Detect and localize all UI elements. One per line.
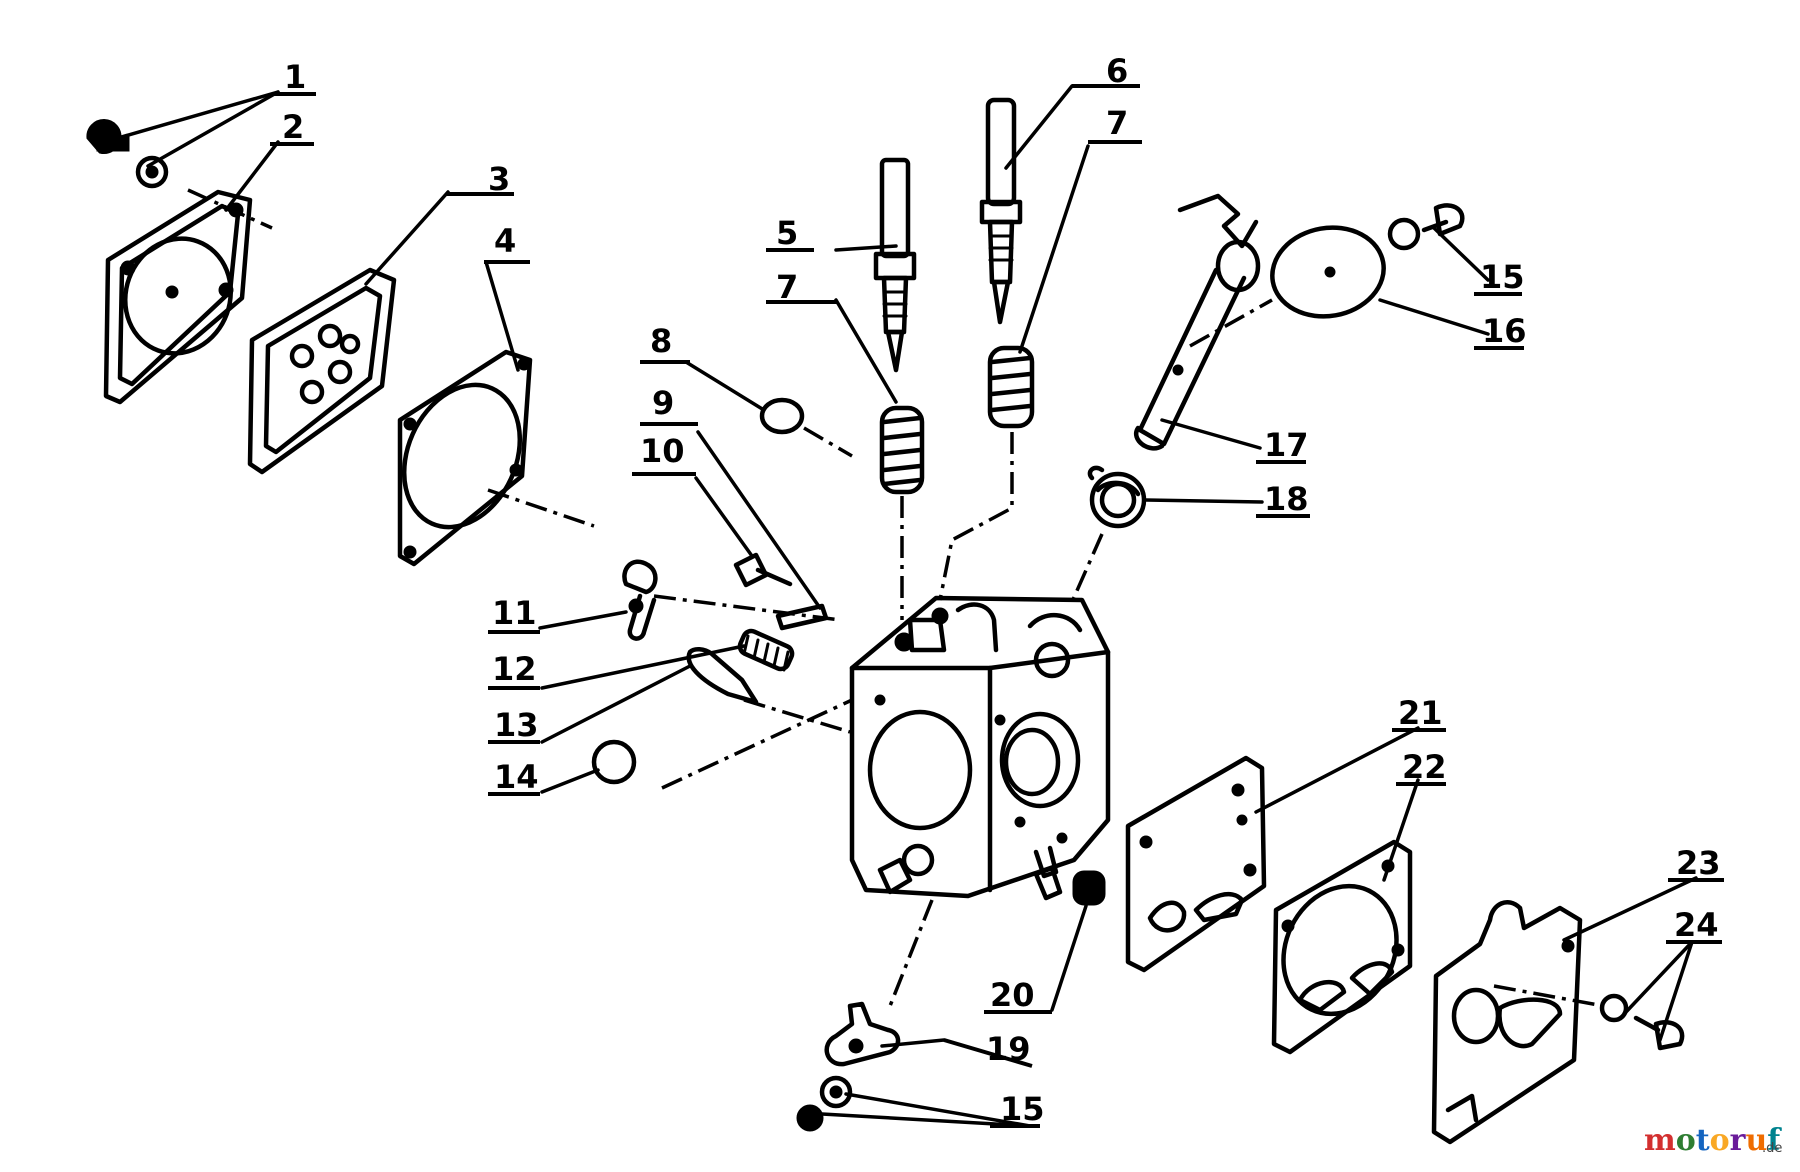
part-4-gasket (397, 349, 533, 567)
callout-13: 13 (488, 706, 540, 744)
part-1-screw-washer (86, 119, 169, 189)
callout-15-top: 15 (1474, 258, 1525, 296)
svg-text:3: 3 (488, 160, 510, 198)
svg-text:14: 14 (494, 758, 539, 796)
part-6-needle-valve (979, 97, 1023, 325)
callout-6: 6 (1072, 52, 1140, 90)
part-11-lever (622, 559, 658, 641)
part-17-throttle-shaft (1134, 193, 1261, 451)
assembly-lines (187, 188, 1605, 1008)
part-15-screw-washer-top (1387, 203, 1465, 251)
callout-22: 22 (1396, 748, 1447, 786)
watermark-letter: t (1696, 1123, 1710, 1158)
callout-4: 4 (484, 222, 530, 264)
svg-text:24: 24 (1674, 906, 1719, 944)
svg-text:5: 5 (776, 214, 798, 252)
part-20-spring (1033, 865, 1106, 906)
part-18-return-spring (1087, 465, 1147, 529)
callout-7-left: 7 (766, 268, 838, 306)
watermark-letter: o (1710, 1123, 1730, 1158)
watermark-letter: m (1644, 1123, 1676, 1158)
watermark-logo: motoruf .de (1644, 1123, 1782, 1158)
callout-5: 5 (766, 214, 814, 252)
callout-15-bottom: 15 (990, 1090, 1045, 1128)
svg-text:8: 8 (650, 322, 672, 360)
svg-text:17: 17 (1264, 426, 1309, 464)
part-14-ball (591, 739, 637, 785)
part-21-gasket (1125, 755, 1267, 973)
svg-text:9: 9 (652, 384, 674, 422)
svg-text:22: 22 (1402, 748, 1447, 786)
part-15-screw-washer-bottom (796, 1075, 853, 1132)
svg-text:20: 20 (990, 976, 1035, 1014)
part-5-needle-valve (873, 157, 917, 373)
callout-14: 14 (488, 758, 540, 796)
svg-text:10: 10 (640, 432, 685, 470)
svg-text:motoruf: motoruf (1644, 1123, 1782, 1158)
part-19-bracket (824, 1001, 901, 1067)
callout-16: 16 (1474, 312, 1527, 350)
svg-text:11: 11 (492, 594, 537, 632)
callout-7-right: 7 (1088, 104, 1142, 144)
svg-text:18: 18 (1264, 480, 1309, 518)
callout-3: 3 (446, 160, 514, 198)
svg-text:2: 2 (282, 108, 304, 146)
svg-text:23: 23 (1676, 844, 1721, 882)
watermark-letter: f (1767, 1123, 1782, 1158)
callout-20: 20 (984, 976, 1052, 1014)
svg-text:4: 4 (494, 222, 516, 260)
callout-17: 17 (1256, 426, 1309, 464)
part-7-spring-right (987, 345, 1035, 429)
watermark-letter: r (1730, 1123, 1747, 1158)
part-10-screw (733, 552, 793, 588)
callout-21: 21 (1392, 694, 1446, 732)
part-23-metering-cover (1431, 900, 1583, 1145)
svg-text:21: 21 (1398, 694, 1443, 732)
svg-text:12: 12 (492, 650, 537, 688)
callout-12: 12 (488, 650, 540, 690)
svg-text:7: 7 (776, 268, 798, 306)
callout-2: 2 (270, 108, 314, 146)
part-8-plug (759, 397, 805, 435)
part-3-pump-plate (247, 267, 397, 475)
part-24-screw-washer (1599, 993, 1685, 1051)
part-7-spring-left (879, 405, 925, 495)
callout-8: 8 (640, 322, 690, 364)
carburetor-body (849, 595, 1111, 899)
svg-text:6: 6 (1106, 52, 1128, 90)
callout-1: 1 (272, 58, 316, 96)
part-12-spring (737, 628, 795, 672)
callout-11: 11 (488, 594, 540, 634)
svg-text:1: 1 (284, 58, 306, 96)
svg-text:.de: .de (1762, 1141, 1782, 1156)
callout-24: 24 (1666, 906, 1722, 944)
part-2-pump-cover (103, 189, 253, 405)
svg-text:13: 13 (494, 706, 539, 744)
svg-text:15: 15 (1000, 1090, 1045, 1128)
callout-18: 18 (1256, 480, 1310, 518)
part-16-throttle-plate (1270, 225, 1386, 319)
callout-23: 23 (1668, 844, 1724, 882)
leader-lines (102, 84, 1698, 1128)
svg-text:15: 15 (1480, 258, 1525, 296)
svg-text:7: 7 (1106, 104, 1128, 142)
callout-10: 10 (632, 432, 696, 476)
part-22-diaphragm (1271, 839, 1413, 1055)
watermark-letter: o (1676, 1123, 1696, 1158)
callout-9: 9 (640, 384, 698, 426)
watermark-letter: u (1745, 1123, 1767, 1158)
svg-text:16: 16 (1482, 312, 1527, 350)
callout-19: 19 (943, 1030, 1033, 1068)
